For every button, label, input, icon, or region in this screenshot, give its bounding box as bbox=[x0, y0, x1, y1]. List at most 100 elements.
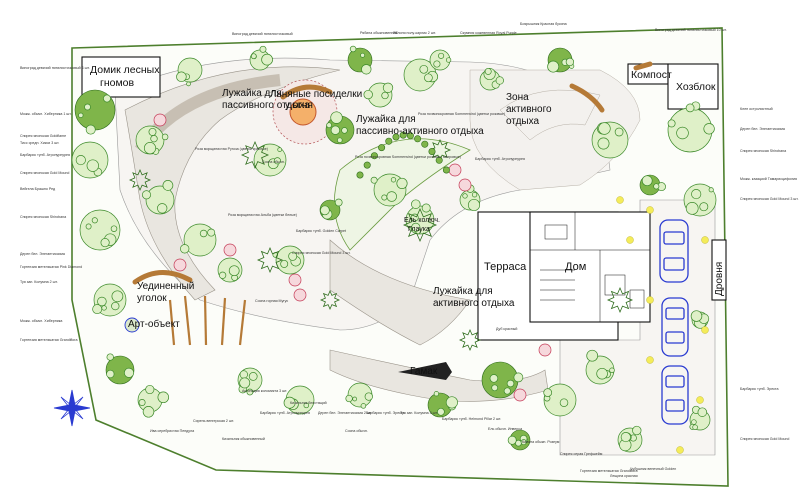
shrub-symbol bbox=[106, 353, 114, 361]
shrub-symbol bbox=[411, 199, 421, 209]
plant-rose-pa: Роза почвопокровная Sommerwind (цветки р… bbox=[418, 112, 505, 116]
plant-pine-bottom: Сосна обычн. bbox=[345, 429, 368, 433]
shrub-symbol bbox=[349, 45, 357, 53]
shrub-symbol bbox=[341, 127, 348, 134]
shrub-symbol bbox=[283, 396, 296, 409]
plant-grape-left: Виноград девичий пятилисточковый 4 шт. bbox=[20, 66, 90, 70]
shrub-symbol bbox=[609, 367, 615, 374]
shrub-row-symbol bbox=[421, 140, 429, 148]
shrub-row-symbol bbox=[414, 135, 422, 143]
label-art-object: Арт-объект bbox=[128, 318, 180, 330]
plant-rose-mid2: Роза морщинистая Альба (цветки белые) bbox=[228, 213, 297, 217]
plant-spirea-left3: Спирея японская Shirobana bbox=[20, 215, 66, 219]
shrub-symbol bbox=[424, 73, 433, 83]
shrub-symbol bbox=[503, 387, 511, 395]
shrub-symbol bbox=[491, 384, 499, 392]
car-1 bbox=[659, 219, 689, 283]
shrub-symbol bbox=[161, 133, 169, 141]
fire-evenings-line-2: у огня bbox=[285, 100, 313, 111]
shrub-symbol bbox=[360, 52, 366, 58]
gnome-house-line-2: гномов bbox=[100, 77, 135, 89]
plant-thuja-bottom: Туя зап. Колумна 3 шт. bbox=[400, 411, 438, 415]
shrub-symbol bbox=[288, 251, 298, 261]
shrub-symbol bbox=[586, 349, 599, 362]
shrub-symbol bbox=[111, 290, 124, 303]
shrub-symbol bbox=[326, 122, 332, 129]
shrub-row-symbol bbox=[356, 171, 364, 179]
planting bbox=[71, 45, 717, 454]
shrub-symbol bbox=[676, 126, 689, 140]
car-2 bbox=[661, 297, 689, 357]
plant-juniper-left2: Можж. обычн. Хиберника bbox=[20, 319, 62, 323]
plant-pine-mid: Сосна обычн. bbox=[262, 160, 285, 164]
fire-evenings-line-1: Льняные посиделки bbox=[270, 89, 362, 100]
plant-pine-small: Сосна горная Мугус bbox=[255, 299, 288, 303]
plant-rowan-top: Рябина обыкновенная bbox=[360, 31, 397, 35]
conifer-symbol bbox=[128, 168, 152, 192]
shrub-symbol bbox=[543, 388, 553, 397]
shrub-symbol bbox=[228, 265, 240, 277]
shrub-symbol bbox=[142, 406, 155, 418]
yellow-shrub-symbol bbox=[701, 326, 709, 334]
shrub-symbol bbox=[437, 407, 445, 416]
yellow-shrub-symbol bbox=[696, 396, 704, 404]
plant-spirea-left2: Спирея японская Gold Mound bbox=[20, 171, 69, 175]
shrub-symbol bbox=[411, 222, 421, 232]
shrub-row-symbol bbox=[442, 166, 450, 174]
shrub-symbol bbox=[433, 60, 441, 68]
house bbox=[529, 211, 651, 323]
plant-thuja-left: Туя зап. Колумна 2 шт. bbox=[20, 280, 58, 284]
shrub-symbol bbox=[598, 122, 611, 135]
shrub-symbol bbox=[565, 57, 575, 67]
shrub-symbol bbox=[382, 82, 394, 93]
shrub-symbol bbox=[421, 203, 431, 213]
compass-icon bbox=[53, 389, 91, 427]
plant-cotoneaster-bottom: Кизильник блестящий bbox=[290, 401, 327, 405]
shrub-symbol bbox=[692, 424, 698, 430]
shrub-symbol bbox=[685, 103, 695, 113]
shrub-symbol bbox=[176, 71, 187, 83]
shrub-row-symbol bbox=[385, 137, 393, 145]
shrub-symbol bbox=[85, 124, 96, 135]
shrub-symbol bbox=[653, 183, 660, 190]
shrub-symbol bbox=[92, 304, 103, 315]
active-lawn-line-1: Лужайка для bbox=[433, 286, 493, 297]
secluded-line-2: уголок bbox=[137, 293, 167, 304]
yellow-shrub-symbol bbox=[676, 446, 684, 454]
shrub-row-symbol bbox=[392, 133, 400, 141]
shrub-symbol bbox=[513, 372, 524, 383]
shrub-symbol bbox=[597, 137, 610, 150]
shrub-symbol bbox=[495, 76, 504, 85]
label-fire-evenings: Льняные посиделки у огня bbox=[270, 89, 365, 111]
shrub-symbol bbox=[445, 57, 452, 63]
rose-symbol bbox=[513, 388, 527, 402]
plant-deren-bottom: Дерен бел. Элегантиссима 2 шт. bbox=[318, 411, 372, 415]
pergola-fire bbox=[280, 84, 333, 100]
passive-lawn-line-2: пассивного отдыха bbox=[222, 100, 310, 111]
conifer-symbol bbox=[606, 286, 634, 314]
plant-juniper-right: Можж. казацкий Тамарисцифолия bbox=[740, 177, 797, 181]
label-passive-lawn: Лужайка для пассивного отдыха bbox=[222, 88, 310, 111]
shrub-symbol bbox=[703, 123, 715, 135]
shrub-symbol bbox=[396, 177, 408, 189]
shrub-symbol bbox=[433, 391, 440, 397]
plant-weigela-left: Вейгела Брашно Ред bbox=[20, 187, 56, 191]
rose-symbol bbox=[458, 178, 472, 192]
plant-barberry-right: Барбарис тунб. Эректа bbox=[740, 387, 778, 391]
shrub-symbol bbox=[145, 384, 155, 395]
label-house: Дом bbox=[565, 261, 586, 273]
stone-path-lower bbox=[329, 239, 471, 346]
rose-symbol bbox=[223, 243, 237, 257]
gnome-house-line-1: Домик лесных bbox=[90, 64, 160, 76]
rose-symbol bbox=[153, 113, 167, 127]
shrub-symbol bbox=[386, 191, 397, 202]
yellow-shrub-symbol bbox=[616, 196, 624, 204]
shrub-symbol bbox=[596, 367, 608, 380]
shrub-symbol bbox=[708, 187, 714, 193]
shrub-symbol bbox=[78, 112, 84, 118]
house-interior bbox=[530, 212, 650, 322]
shrub-symbol bbox=[143, 142, 157, 155]
shrub-symbol bbox=[381, 91, 389, 100]
shrub-symbol bbox=[697, 407, 708, 417]
plant-barberry-mid: Барбарис тунб. Golden Carpet bbox=[296, 229, 346, 233]
